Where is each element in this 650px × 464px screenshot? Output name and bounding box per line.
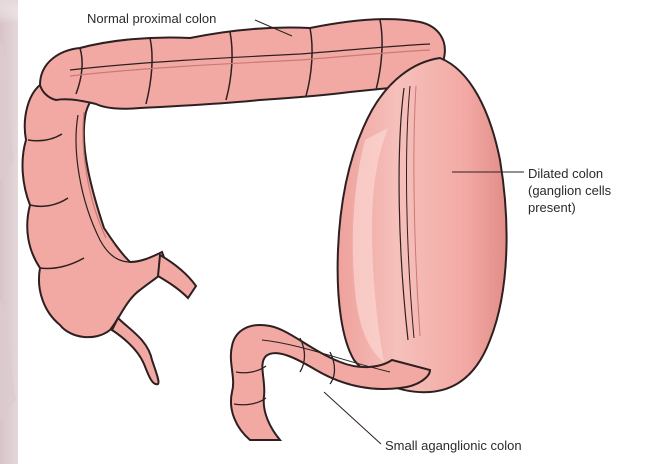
label-normal-proximal-colon: Normal proximal colon	[87, 10, 216, 27]
label-dilated-colon-line-3: present)	[528, 199, 611, 216]
label-dilated-colon-line-1: Dilated colon	[528, 165, 611, 182]
label-dilated-colon-line-2: (ganglion cells	[528, 182, 611, 199]
label-dilated-colon: Dilated colon (ganglion cells present)	[528, 165, 611, 216]
label-small-aganglionic-colon: Small aganglionic colon	[385, 437, 522, 454]
